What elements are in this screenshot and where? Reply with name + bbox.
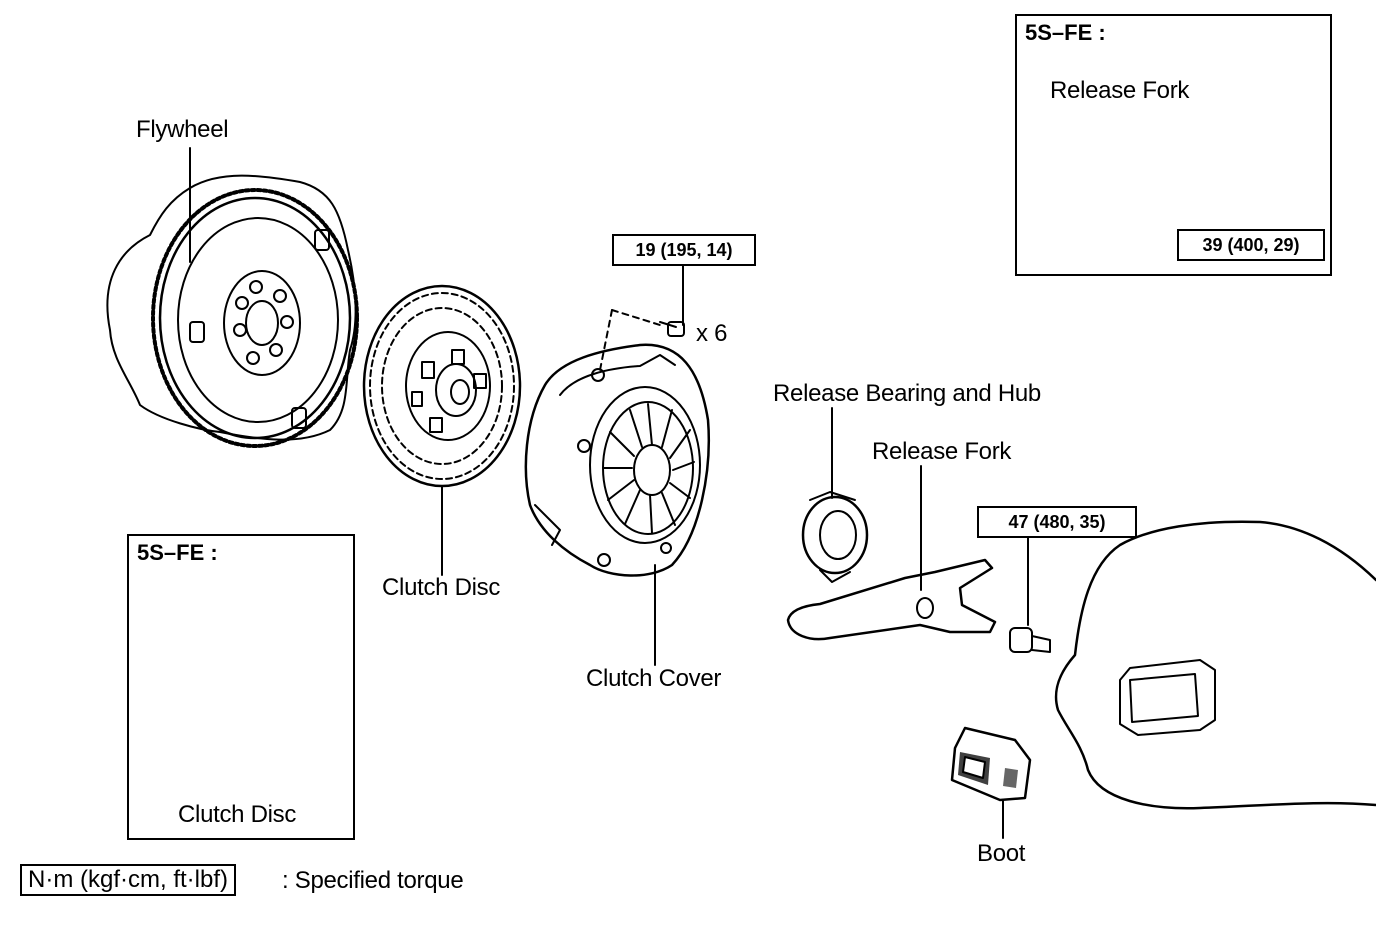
torque-release-fork-bolt: 47 (480, 35) [977,506,1137,538]
torque-clutch-cover-bolt: 19 (195, 14) [612,234,756,266]
inset-release-fork-label: Release Fork [1050,77,1190,104]
release-fork-label: Release Fork [872,438,1012,465]
inset-5sfe-clutch-disc [127,534,355,840]
legend-description: : Specified torque [282,867,464,894]
inset-clutch-disc-label: Clutch Disc [178,801,297,828]
cover-bolt-drawing [599,265,685,371]
flywheel-drawing [106,174,359,448]
boot-label: Boot [977,840,1026,867]
clutch-disc-drawing [362,284,522,488]
fork-bolt-drawing [1009,531,1051,653]
clutch-disc-label: Clutch Disc [382,574,501,601]
legend-unit-box: N·m (kgf·cm, ft·lbf) [20,864,236,896]
release-bearing-drawing [801,491,869,583]
bolt-quantity-label: x 6 [696,320,728,347]
clutch-cover-label: Clutch Cover [586,665,722,692]
inset-clutch-disc-title: 5S–FE : [137,540,218,565]
flywheel-label: Flywheel [136,116,229,143]
inset-release-fork-title: 5S–FE : [1025,20,1106,45]
transaxle-housing-drawing [1054,520,1376,810]
boot-drawing [950,726,1032,802]
release-bearing-label: Release Bearing and Hub [773,380,1041,407]
torque-inset-release-fork-bolt: 39 (400, 29) [1177,229,1325,261]
clutch-cover-drawing [524,343,710,577]
release-fork-drawing [786,558,997,641]
